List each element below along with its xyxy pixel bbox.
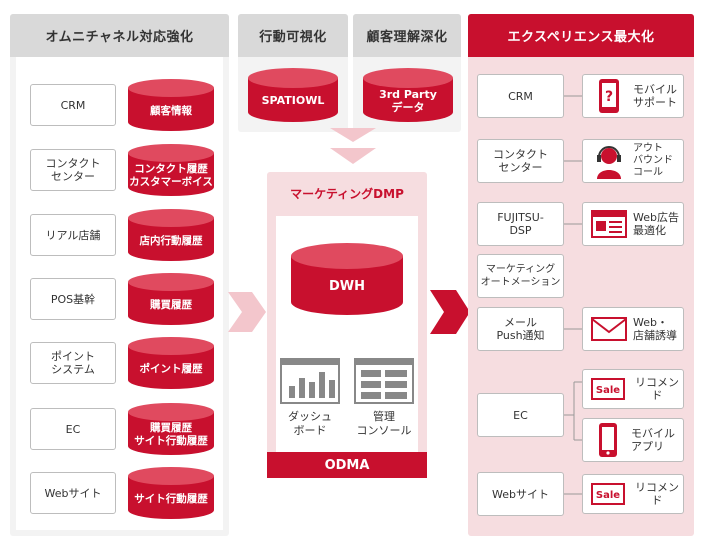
connectors [564, 95, 582, 495]
third-party-label: 3rd Party データ [379, 88, 437, 114]
action-web-ad: Web広告 最適化 [582, 202, 684, 246]
mid-panel-visualize-title: 行動可視化 [238, 14, 348, 57]
data-cylinder: サイト行動履歴 [126, 466, 216, 522]
action-mobile-support-label: モバイル サポート [633, 83, 677, 109]
down-arrows [330, 128, 376, 164]
data-cylinder-label: 購買履歴 サイト行動履歴 [134, 422, 208, 447]
data-cylinder-shape [128, 79, 214, 131]
action-web-ad-label: Web広告 最適化 [633, 211, 679, 237]
data-cylinder: 購買履歴 [126, 272, 216, 328]
channel-ec: EC [477, 393, 564, 437]
action-mobile-app: モバイル アプリ [582, 418, 684, 462]
data-cylinder-label: 店内行動履歴 [139, 234, 203, 247]
channel-marketing-automation: マーケティング オートメーション [477, 254, 564, 298]
action-ec-recommend-label: リコメンド [635, 376, 679, 402]
source-box: ポイント システム [30, 342, 116, 384]
action-mobile-app-label: モバイル アプリ [631, 427, 675, 453]
headset-operator-icon [597, 146, 621, 179]
action-web-store-label: Web・ 店舗誘導 [633, 316, 677, 342]
dashboard-icon [280, 358, 340, 404]
sale-tag-icon: Sale [591, 483, 625, 505]
action-web-store: Web・ 店舗誘導 [582, 307, 684, 351]
spatiowl-cylinder: SPATIOWL [246, 66, 340, 124]
sale-tag-text: Sale [596, 490, 620, 501]
smartphone-icon [599, 423, 617, 457]
third-party-cylinder-shape [363, 68, 453, 122]
data-cylinder: コンタクト履歴 カスタマーボイス [126, 143, 216, 199]
action-outbound-call: アウト バウンド コール [582, 139, 684, 183]
dmp-to-right-arrow [430, 290, 470, 334]
web-ad-icon [591, 210, 627, 238]
data-cylinder-shape [128, 273, 214, 325]
channel-contact-center: コンタクト センター [477, 139, 564, 183]
channel-website: Webサイト [477, 472, 564, 516]
channel-crm: CRM [477, 74, 564, 118]
right-panel-title: エクスペリエンス最大化 [468, 14, 694, 57]
source-box: POS基幹 [30, 278, 116, 320]
source-box: EC [30, 408, 116, 450]
dmp-title: マーケティングDMP [290, 186, 404, 201]
action-outbound-call-label: アウト バウンド コール [633, 143, 673, 178]
sale-tag-text: Sale [596, 385, 620, 396]
data-cylinder: 購買履歴 サイト行動履歴 [126, 402, 216, 458]
action-mobile-support: ? モバイル サポート [582, 74, 684, 118]
svg-text:?: ? [605, 89, 613, 105]
data-cylinder-shape [128, 144, 214, 196]
left-to-dmp-arrow [228, 292, 266, 332]
action-ec-recommend: Sale リコメンド [582, 369, 684, 409]
data-cylinder: 顧客情報 [126, 78, 216, 134]
third-party-cylinder: 3rd Party データ [361, 66, 455, 124]
spatiowl-cylinder-shape [248, 68, 338, 122]
data-cylinder: 店内行動履歴 [126, 208, 216, 264]
data-cylinder: ポイント履歴 [126, 336, 216, 392]
source-box: Webサイト [30, 472, 116, 514]
envelope-icon [591, 317, 627, 341]
data-cylinder-label: 顧客情報 [150, 104, 192, 117]
data-cylinder-label: サイト行動履歴 [134, 492, 208, 505]
action-web-recommend: Sale リコメンド [582, 474, 684, 514]
left-panel-title: オムニチャネル対応強化 [10, 14, 229, 57]
source-box: コンタクト センター [30, 149, 116, 191]
mobile-support-icon: ? [599, 79, 619, 113]
spatiowl-label: SPATIOWL [261, 93, 325, 107]
data-cylinder-shape [128, 209, 214, 261]
data-cylinder-shape [128, 337, 214, 389]
dwh-label: DWH [328, 278, 365, 294]
data-cylinder-label: ポイント履歴 [139, 362, 203, 375]
source-box: CRM [30, 84, 116, 126]
channel-fujitsu-dsp: FUJITSU- DSP [477, 202, 564, 246]
dashboard-label: ダッシュ ボード [288, 410, 332, 437]
data-cylinder-label: 購買履歴 [150, 298, 192, 311]
console-icon [354, 358, 414, 404]
data-cylinder-shape [128, 467, 214, 519]
channel-mail-push: メール Push通知 [477, 307, 564, 351]
action-web-recommend-label: リコメンド [635, 481, 679, 507]
sale-tag-icon: Sale [591, 378, 625, 400]
console-label: 管理 コンソール [356, 410, 412, 437]
data-cylinder-label: コンタクト履歴 カスタマーボイス [129, 163, 213, 188]
dwh-cylinder-shape [291, 243, 403, 315]
data-cylinder-shape [128, 403, 214, 455]
source-box: リアル店舗 [30, 214, 116, 256]
odma-footer: ODMA [267, 452, 427, 478]
dwh-cylinder: DWH [288, 240, 406, 320]
mid-panel-understand-title: 顧客理解深化 [353, 14, 461, 57]
